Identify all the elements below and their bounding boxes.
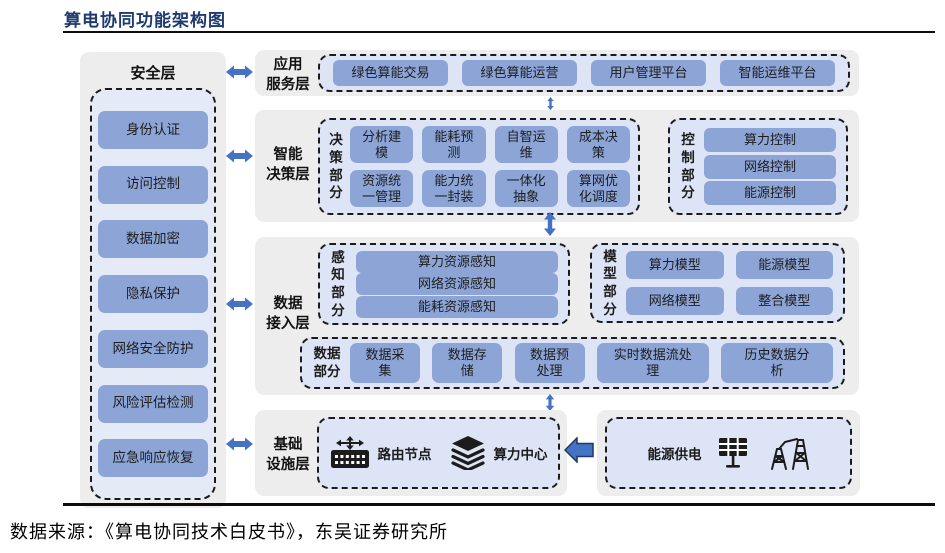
- decision-item: 能耗预测: [422, 126, 486, 163]
- data-item: 数据预处理: [514, 343, 585, 383]
- data-layer-panel: 数据 接入层 感知部分 算力资源感知 网络资源感知 能耗资源感知 模型部分 算力…: [255, 237, 859, 395]
- decision-part-label: 决策部分: [329, 132, 343, 201]
- energy-supply-panel: 能源供电: [597, 410, 860, 496]
- vertical-double-arrow-icon: [547, 97, 554, 110]
- application-item: 绿色算能运营: [462, 60, 577, 86]
- router-label: 路由节点: [377, 447, 432, 462]
- decision-part-group: 决策部分 分析建模 能耗预测 自智运维 成本决策 资源统一管理 能力统一封装 一…: [318, 118, 640, 215]
- model-item: 算力模型: [626, 251, 724, 279]
- security-item: 风险评估检测: [98, 384, 208, 423]
- application-layer-label: 应用 服务层: [266, 57, 310, 93]
- data-item: 数据采集: [350, 343, 420, 383]
- security-item: 隐私保护: [98, 275, 208, 313]
- security-item: 数据加密: [98, 220, 208, 259]
- data-layer-label: 数据 接入层: [266, 296, 310, 332]
- application-item: 智能运维平台: [720, 60, 835, 86]
- control-part-label: 控制部分: [681, 132, 695, 201]
- vertical-double-arrow-icon: [545, 394, 555, 411]
- data-part-group: 数据部分 数据采集 数据存储 数据预处理 实时数据流处理 历史数据分析: [300, 337, 845, 389]
- model-part-group: 模型部分 算力模型 能源模型 网络模型 整合模型: [590, 243, 845, 323]
- horizontal-double-arrow-icon: [226, 297, 253, 311]
- data-part-label: 数据部分: [313, 346, 341, 379]
- security-layer-panel: 安全层 身份认证 访问控制 数据加密 隐私保护 网络安全防护 风险评估检测 应急…: [80, 52, 226, 508]
- decision-item: 能力统一封装: [422, 170, 486, 207]
- horizontal-double-arrow-icon: [226, 437, 253, 451]
- decision-item: 自智运维: [494, 126, 558, 163]
- application-item: 绿色算能交易: [333, 60, 448, 86]
- decision-item: 成本决策: [566, 126, 630, 163]
- top-rule: [63, 31, 935, 33]
- data-item: 实时数据流处理: [596, 343, 709, 383]
- sense-item: 算力资源感知: [356, 250, 558, 273]
- decision-layer-panel: 智能 决策层 决策部分 分析建模 能耗预测 自智运维 成本决策 资源统一管理 能…: [255, 110, 859, 222]
- diagram-title: 算电协同功能架构图: [64, 11, 226, 30]
- energy-supply-label: 能源供电: [647, 447, 702, 462]
- security-item: 访问控制: [98, 165, 208, 204]
- source-note: 数据来源：《算电协同技术白皮书》，东吴证券研究所: [10, 522, 448, 542]
- application-item: 用户管理平台: [591, 60, 706, 86]
- security-item: 网络安全防护: [98, 329, 208, 368]
- security-layer-group: 身份认证 访问控制 数据加密 隐私保护 网络安全防护 风险评估检测 应急响应恢复: [90, 88, 216, 500]
- application-layer-panel: 应用 服务层 绿色算能交易 绿色算能运营 用户管理平台 智能运维平台: [255, 50, 859, 96]
- sense-part-label: 感知部分: [331, 249, 345, 318]
- data-item: 数据存储: [432, 343, 503, 383]
- sense-item: 网络资源感知: [356, 273, 558, 295]
- data-item: 历史数据分析: [721, 343, 833, 383]
- decision-item: 资源统一管理: [350, 170, 414, 207]
- model-part-label: 模型部分: [603, 248, 617, 317]
- sense-part-group: 感知部分 算力资源感知 网络资源感知 能耗资源感知: [318, 243, 570, 325]
- decision-item: 算网优化调度: [566, 170, 630, 207]
- router-icon: [330, 436, 369, 468]
- left-block-arrow-icon: [564, 437, 594, 463]
- infrastructure-layer-panel: 基础 设施层 路由节点: [255, 410, 567, 496]
- energy-supply-group: 能源供电: [605, 417, 852, 489]
- control-item: 能源控制: [704, 180, 836, 205]
- sense-item: 能耗资源感知: [356, 295, 558, 318]
- compute-center-label: 算力中心: [493, 447, 548, 462]
- bottom-rule: [63, 503, 935, 506]
- security-item: 身份认证: [98, 110, 208, 149]
- decision-layer-label: 智能 决策层: [266, 147, 310, 183]
- decision-item: 一体化抽象: [494, 170, 558, 207]
- model-item: 整合模型: [735, 287, 833, 315]
- model-item: 网络模型: [626, 287, 724, 315]
- application-layer-group: 绿色算能交易 绿色算能运营 用户管理平台 智能运维平台: [318, 54, 850, 92]
- control-item: 网络控制: [704, 154, 836, 179]
- security-item: 应急响应恢复: [98, 439, 208, 478]
- decision-item: 分析建模: [350, 126, 414, 163]
- vertical-double-arrow-icon: [544, 212, 556, 236]
- solar-panel-icon: [718, 438, 747, 468]
- security-layer-label: 安全层: [130, 65, 176, 82]
- control-part-group: 控制部分 算力控制 网络控制 能源控制: [668, 118, 848, 215]
- model-item: 能源模型: [735, 251, 833, 279]
- infrastructure-group: 路由节点 算力中心: [317, 417, 560, 489]
- layers-icon: [450, 436, 485, 470]
- horizontal-double-arrow-icon: [226, 65, 253, 79]
- infrastructure-layer-label: 基础 设施层: [266, 437, 310, 473]
- control-item: 算力控制: [704, 128, 836, 153]
- transmission-tower-icon: [770, 438, 809, 470]
- horizontal-double-arrow-icon: [226, 149, 253, 163]
